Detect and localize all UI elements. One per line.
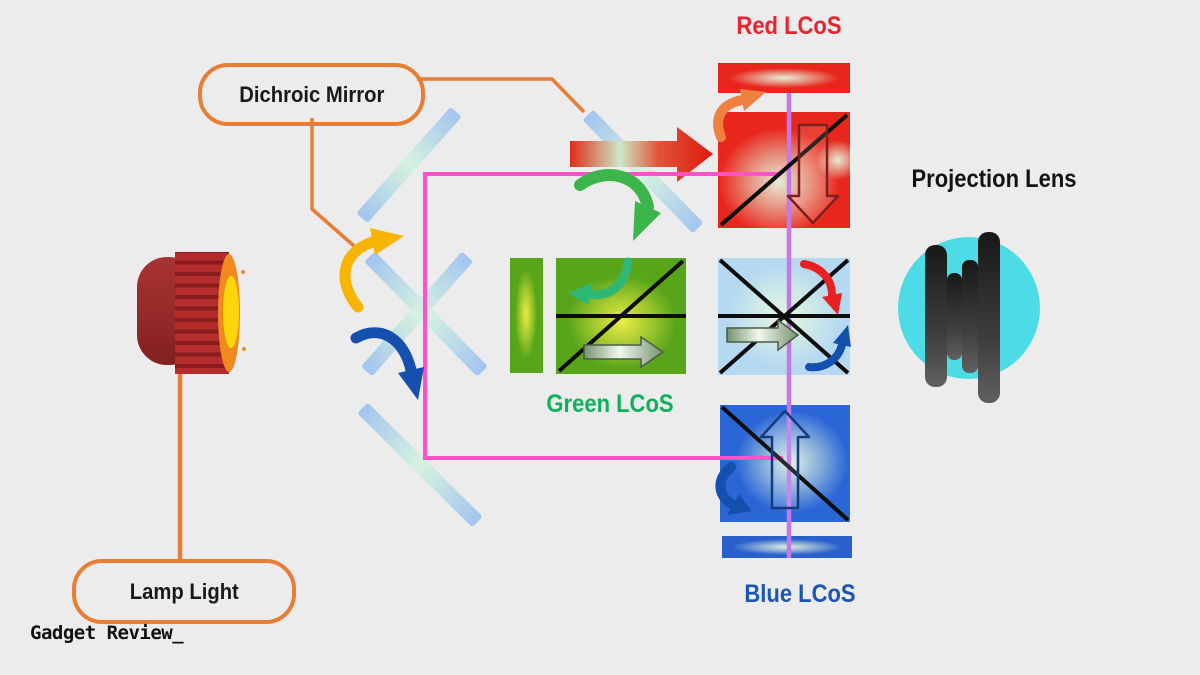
green-lcos-label: Green LCoS: [546, 390, 674, 418]
brand-watermark: Gadget Review_: [30, 622, 184, 644]
mirror-cross-b: [362, 252, 472, 376]
lens-element: [947, 273, 962, 360]
dichroic-mirror-label: Dichroic Mirror: [238, 81, 385, 107]
blue-down-arrow: [350, 327, 424, 400]
orange-up-arrow: [713, 89, 766, 142]
projection-lens-label: Projection Lens: [911, 165, 1077, 193]
projection-lens-illustration: [898, 232, 1040, 403]
lamp-illustration: [137, 252, 246, 374]
red-lcos-label: Red LCoS: [736, 12, 842, 40]
combiner-red-arrow: [800, 260, 842, 315]
callout-connector-lines: [177, 77, 586, 560]
lamp-spark-dot: [242, 347, 246, 351]
lamp-spark-dot: [241, 270, 245, 274]
yellow-up-arrow: [339, 228, 404, 313]
cube-inner-arrows: [583, 123, 840, 510]
green-down-arrow: [574, 169, 661, 241]
green-cube-silver-arrow: [583, 335, 665, 369]
red-lcos-panel: [718, 63, 850, 93]
lens-element: [925, 245, 947, 387]
dichroic-connector-right: [417, 77, 586, 114]
mirror-top-left: [357, 108, 461, 222]
lamp-light-label: Lamp Light: [129, 578, 239, 604]
blue-cube-diagonal: [720, 405, 850, 522]
green-lcos-panel: [510, 258, 543, 373]
blue-cube-up-arrow: [759, 409, 811, 510]
blue-lcos-label: Blue LCoS: [744, 580, 856, 608]
combiner-silver-arrow: [726, 318, 800, 352]
lamp-light-callout: Lamp Light: [72, 559, 296, 624]
blue-cube-down-arrow: [715, 462, 752, 515]
lens-element: [978, 232, 1000, 403]
curved-flow-arrows: [339, 89, 851, 515]
cube-internal-lines: [556, 113, 850, 522]
lamp-yellow-glow: [223, 276, 239, 348]
red-cube-down-arrow: [786, 123, 840, 225]
lens-element: [962, 260, 978, 373]
combiner-blue-arrow: [805, 325, 851, 372]
mirror-bottom: [358, 403, 482, 527]
dichroic-mirror-callout: Dichroic Mirror: [198, 63, 425, 126]
green-cube-left-arrow: [568, 257, 633, 305]
red-light-arrow: [570, 127, 713, 182]
dichroic-connector-bottom: [310, 118, 364, 255]
